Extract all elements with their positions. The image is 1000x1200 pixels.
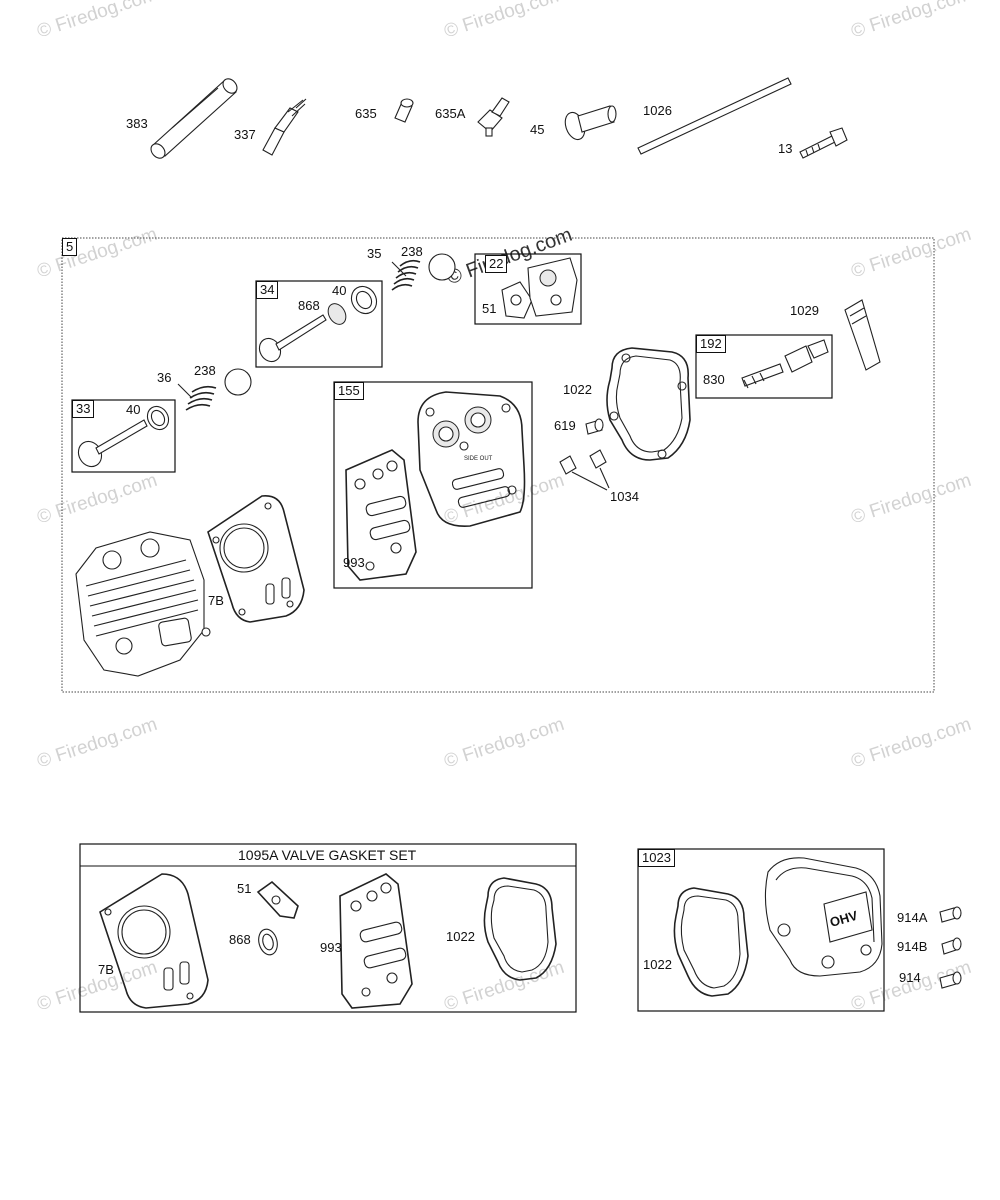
- part-45-illustration: [564, 105, 617, 141]
- gasket-set-frame: [79, 843, 577, 1013]
- set-51-illustration: [256, 880, 299, 919]
- part-13-illustration: [799, 127, 848, 159]
- part-label-914b: 914B: [897, 939, 928, 954]
- part-label-914a: 914A: [897, 910, 928, 925]
- part-label-1029: 1029: [790, 303, 819, 318]
- box-34-label: 34: [256, 281, 279, 299]
- part-22-illustration: [501, 257, 578, 319]
- part-914b-illustration: [941, 937, 962, 955]
- part-label-383: 383: [126, 116, 148, 131]
- box-155-frame: [333, 381, 533, 589]
- part-7b-illustration: [207, 495, 305, 623]
- box-192-label: 192: [696, 335, 726, 353]
- part-label-619: 619: [554, 418, 576, 433]
- part-label-337: 337: [234, 127, 256, 142]
- box-22-frame: [474, 253, 582, 325]
- part-label-914: 914: [899, 970, 921, 985]
- valve-cover-illustration: OHV: [764, 857, 883, 977]
- box-192-frame: [695, 334, 833, 399]
- part-label-238: 238: [401, 244, 423, 259]
- part-label-40-lower: 40: [126, 402, 141, 417]
- part-label-830: 830: [703, 372, 725, 387]
- box-34-frame: [255, 280, 383, 368]
- part-label-51: 51: [482, 301, 497, 316]
- cover-1022-gasket-illustration: [673, 887, 749, 997]
- part-993-illustration: [345, 449, 417, 581]
- part-label-238-lower: 238: [194, 363, 216, 378]
- part-635a-illustration: [477, 97, 510, 137]
- part-head-plate-illustration: SIDE OUT: [417, 391, 526, 527]
- part-spring-35-illustration: [391, 259, 421, 291]
- box-33-frame: [71, 399, 176, 473]
- part-830-illustration: [741, 339, 829, 389]
- part-label-1034: 1034: [610, 489, 639, 504]
- part-label-40: 40: [332, 283, 347, 298]
- set-label-7b: 7B: [98, 962, 114, 977]
- part-label-36: 36: [157, 370, 172, 385]
- part-label-1022: 1022: [563, 382, 592, 397]
- part-label-868: 868: [298, 298, 320, 313]
- set-label-51: 51: [237, 881, 252, 896]
- part-label-635a: 635A: [435, 106, 466, 121]
- part-label-1026: 1026: [643, 103, 672, 118]
- part-label-45: 45: [530, 122, 545, 137]
- box-22-label: 22: [485, 255, 508, 273]
- part-635-illustration: [394, 98, 414, 123]
- part-label-13: 13: [778, 141, 793, 156]
- part-cap-238-illustration: [428, 253, 456, 281]
- part-label-635: 635: [355, 106, 377, 121]
- assembly-5-label: 5: [62, 238, 78, 256]
- part-1029-illustration: [844, 299, 881, 371]
- set-label-1022: 1022: [446, 929, 475, 944]
- part-619-illustration: [585, 418, 604, 435]
- part-valve-33-illustration: [77, 405, 170, 468]
- box-33-label: 33: [72, 400, 95, 418]
- part-914a-illustration: [939, 906, 962, 923]
- set-993-illustration: [339, 873, 413, 1009]
- part-337-illustration: [262, 98, 307, 156]
- part-label-993: 993: [343, 555, 365, 570]
- cover-set-frame: [637, 848, 885, 1012]
- gasket-set-title: 1095A VALVE GASKET SET: [238, 847, 417, 863]
- svg-text:SIDE OUT: SIDE OUT: [464, 456, 493, 462]
- part-spring-36-illustration: [177, 383, 217, 411]
- set-label-868: 868: [229, 932, 251, 947]
- part-1034-illustration: [559, 449, 610, 491]
- part-valve-34-illustration: [258, 285, 378, 363]
- part-1026-illustration: [637, 77, 792, 155]
- set-1022-illustration: [483, 877, 557, 981]
- part-label-7b: 7B: [208, 593, 224, 608]
- part-cap-238-lower-illustration: [224, 368, 252, 396]
- part-1022-gasket-illustration: [606, 347, 691, 461]
- box-155-label: 155: [334, 382, 364, 400]
- part-383-illustration: [150, 78, 238, 159]
- assembly-5-frame: [61, 237, 935, 693]
- part-label-35: 35: [367, 246, 382, 261]
- set-7b-illustration: [99, 873, 209, 1009]
- cover-label-1022: 1022: [643, 957, 672, 972]
- box-1023-label: 1023: [638, 849, 675, 867]
- part-914-illustration: [939, 971, 962, 989]
- part-cylinder-head-illustration: [75, 531, 211, 677]
- set-label-993: 993: [320, 940, 342, 955]
- set-868-illustration: [258, 928, 278, 956]
